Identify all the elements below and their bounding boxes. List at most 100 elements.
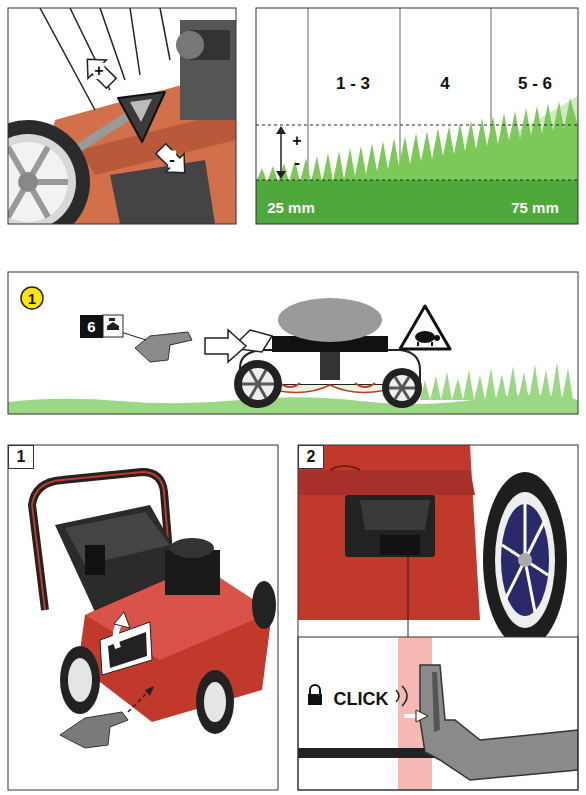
drawing-rect — [8, 272, 578, 414]
drawing-rect — [8, 445, 278, 790]
drawing-rect — [345, 495, 435, 557]
direction-sign: - — [294, 154, 300, 171]
drawing-circle — [234, 360, 282, 408]
drawing-circle — [176, 31, 204, 59]
drawing-ellipse — [252, 581, 276, 629]
drawing-circle — [382, 368, 422, 408]
callout-number: 1 — [28, 291, 36, 306]
drawing-rect — [8, 8, 236, 224]
drawing-rect — [308, 694, 322, 705]
drawing-g — [298, 445, 578, 790]
drawing-rect — [256, 8, 578, 224]
drawing-rect — [298, 445, 578, 790]
drawing-ellipse — [415, 331, 435, 343]
drawing-rect — [8, 272, 578, 414]
latch-panel — [298, 445, 578, 790]
sound-label: CLICK — [333, 690, 390, 708]
drawing-rect — [256, 8, 578, 224]
drawing-path — [396, 686, 407, 706]
callout-number: 1 — [17, 449, 26, 465]
drawing-circle — [8, 120, 90, 224]
drawing-rect — [380, 535, 420, 555]
table-cell: 4 — [440, 75, 449, 92]
drawing-path — [65, 512, 170, 565]
drawing-polygon — [78, 50, 120, 92]
drawing-g — [8, 8, 236, 224]
drawing-path — [60, 712, 128, 748]
drawing-ellipse — [278, 298, 382, 342]
drawing-path — [276, 126, 286, 179]
dimension-label: 25 mm — [267, 200, 315, 215]
drawing-ellipse — [60, 646, 100, 714]
drawing-path — [242, 370, 274, 398]
callout-number: 6 — [87, 319, 95, 334]
drawing-rect — [85, 545, 105, 575]
drawing-path — [145, 686, 154, 696]
drawing-circle — [389, 375, 415, 401]
dimension-label: 75 mm — [511, 200, 559, 215]
drawing-path — [160, 8, 170, 60]
drawing-path — [330, 466, 360, 470]
direction-sign: + — [292, 133, 301, 149]
drawing-path — [408, 556, 409, 637]
drawing-path — [256, 125, 578, 180]
drawing-ellipse — [483, 472, 567, 648]
drawing-path — [8, 147, 68, 217]
height-lever-panel — [0, 8, 236, 244]
part-number-box: 6 — [80, 315, 103, 338]
drawing-circle — [518, 553, 532, 567]
mulching-panel — [8, 272, 578, 414]
drawing-path — [400, 306, 450, 349]
drawing-circle — [18, 172, 38, 192]
drawing-path — [130, 99, 152, 122]
drawing-rect — [109, 318, 115, 321]
drawing-path — [280, 383, 375, 387]
drawing-path — [502, 504, 548, 612]
drawing-circle — [8, 142, 68, 222]
table-cell: 5 - 6 — [518, 75, 552, 92]
drawing-polygon — [151, 139, 193, 181]
drawing-path — [389, 377, 415, 399]
drawing-path — [420, 362, 573, 400]
drawing-path — [110, 160, 215, 224]
drawing-rect — [103, 315, 123, 337]
drawing-path — [135, 332, 192, 362]
drawing-rect — [300, 326, 360, 338]
drawing-rect — [298, 637, 578, 790]
drawing-path — [418, 342, 432, 346]
drawing-rect — [298, 637, 578, 790]
drawing-path — [100, 622, 152, 675]
drawing-rect — [298, 445, 578, 790]
drawing-g — [256, 8, 578, 224]
drawing-polygon — [205, 330, 246, 362]
drawing-path — [256, 98, 578, 224]
fitting-panel — [8, 445, 278, 790]
drawing-path — [107, 322, 119, 330]
callout-number: 2 — [307, 449, 316, 465]
drawing-path — [298, 470, 475, 495]
drawing-rect — [320, 352, 340, 380]
drawing-path — [118, 92, 165, 142]
drawing-path — [128, 690, 150, 712]
drawing-path — [114, 612, 130, 628]
drawing-ellipse — [501, 504, 549, 616]
drawing-rect — [256, 180, 578, 224]
drawing-ellipse — [68, 658, 92, 702]
drawing-path — [416, 710, 428, 722]
direction-sign: - — [168, 151, 176, 168]
badge-circle — [21, 287, 43, 309]
drawing-rect — [298, 748, 438, 758]
drawing-path — [130, 8, 140, 75]
drawing-circle — [242, 368, 274, 400]
drawing-circle — [8, 134, 76, 224]
panel-number-tab: 1 — [8, 445, 34, 469]
drawing-path — [360, 500, 430, 530]
panel-number-tab: 2 — [298, 445, 324, 469]
drawing-ellipse — [204, 682, 226, 722]
drawing-ellipse — [170, 538, 214, 558]
drawing-circle — [434, 335, 440, 341]
cutting-height-chart — [256, 8, 578, 224]
step-badge: 1 — [20, 286, 44, 310]
drawing-ellipse — [196, 670, 234, 734]
